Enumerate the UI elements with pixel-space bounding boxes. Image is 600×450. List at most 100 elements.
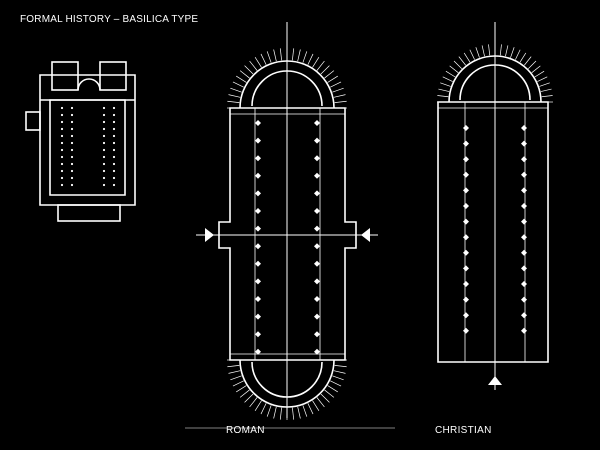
christian-column bbox=[463, 234, 469, 241]
roman-apse-ray bbox=[236, 385, 247, 393]
christian-outline bbox=[437, 101, 549, 363]
small-plan-column bbox=[60, 106, 64, 110]
roman-label: ROMAN bbox=[226, 425, 265, 436]
small-plan-column bbox=[102, 148, 106, 152]
roman-apse-ray bbox=[327, 385, 338, 393]
roman-column bbox=[255, 137, 261, 144]
christian-apse-ray bbox=[463, 52, 471, 63]
christian-apse-ray bbox=[505, 45, 509, 57]
roman-apse-bottom bbox=[239, 359, 335, 408]
christian-apse-ray bbox=[449, 65, 459, 73]
christian-column bbox=[463, 249, 469, 256]
roman-apse-ray bbox=[254, 400, 262, 411]
roman-apse-ray bbox=[279, 407, 282, 420]
roman-column bbox=[255, 120, 261, 126]
roman-apse-ray bbox=[260, 403, 267, 415]
christian-apse-ray bbox=[539, 82, 550, 87]
christian-apse-ray bbox=[440, 82, 451, 87]
roman-column bbox=[255, 260, 261, 267]
roman-apse-ray bbox=[260, 53, 267, 65]
small-plan-column bbox=[112, 155, 116, 159]
roman-column bbox=[314, 260, 320, 267]
christian-apse-ray bbox=[534, 70, 545, 78]
small-plan-column bbox=[112, 162, 116, 166]
roman-column bbox=[314, 155, 320, 162]
roman-apse-ray bbox=[279, 48, 282, 61]
small-plan-column bbox=[102, 183, 106, 187]
small-plan-column bbox=[102, 162, 106, 166]
roman-column bbox=[255, 225, 261, 232]
roman-column bbox=[314, 225, 320, 232]
small-plan-column bbox=[60, 176, 64, 180]
roman-column bbox=[314, 348, 320, 355]
roman-radial-hatching bbox=[227, 48, 347, 420]
small-plan-column bbox=[60, 141, 64, 145]
christian-column bbox=[521, 187, 527, 194]
roman-apse-ray bbox=[297, 49, 301, 62]
small-plan-tower-left bbox=[51, 61, 79, 91]
christian-apse-inner bbox=[459, 64, 531, 101]
small-floor-plan bbox=[25, 61, 136, 222]
roman-apse-ray bbox=[302, 405, 308, 417]
small-plan-column bbox=[112, 176, 116, 180]
christian-column bbox=[463, 218, 469, 225]
roman-apse-ray bbox=[312, 400, 320, 411]
small-plan-apse bbox=[77, 78, 101, 91]
christian-apse-ray bbox=[445, 70, 456, 78]
small-plan-column bbox=[102, 176, 106, 180]
small-plan-column bbox=[70, 169, 74, 173]
page-title: FORMAL HISTORY – BASILICA TYPE bbox=[20, 14, 199, 25]
small-plan-column bbox=[112, 134, 116, 138]
christian-column bbox=[521, 296, 527, 303]
christian-entrance-arrow-icon bbox=[488, 376, 502, 385]
small-plan-column bbox=[112, 127, 116, 131]
small-plan-column bbox=[60, 120, 64, 124]
small-plan-column bbox=[70, 141, 74, 145]
small-plan-column bbox=[102, 134, 106, 138]
roman-apse-ray bbox=[244, 65, 254, 75]
roman-column bbox=[255, 296, 261, 302]
christian-column bbox=[463, 281, 469, 287]
roman-column bbox=[255, 155, 261, 162]
christian-apse-ray bbox=[541, 95, 553, 98]
roman-column bbox=[255, 313, 261, 320]
christian-apse-ray bbox=[510, 47, 515, 58]
small-plan-column bbox=[70, 162, 74, 166]
christian-column bbox=[521, 234, 527, 241]
christian-apse-ray bbox=[437, 95, 449, 98]
christian-apse-ray bbox=[524, 56, 532, 66]
roman-apse-ray bbox=[239, 389, 250, 398]
roman-apse-ray bbox=[244, 393, 254, 403]
small-plan-column bbox=[102, 106, 106, 110]
small-plan-column bbox=[60, 155, 64, 159]
christian-column bbox=[463, 296, 469, 303]
christian-apse-ray bbox=[475, 47, 480, 58]
christian-column bbox=[521, 218, 527, 225]
roman-apse-ray bbox=[333, 94, 346, 98]
roman-apse-ray bbox=[249, 397, 258, 408]
roman-apse-ray bbox=[334, 100, 347, 103]
roman-apse-ray bbox=[254, 57, 262, 68]
roman-column bbox=[314, 172, 320, 179]
roman-column bbox=[314, 313, 320, 320]
christian-apse-ray bbox=[540, 88, 552, 92]
small-plan-column bbox=[112, 113, 116, 117]
roman-apse-ray bbox=[330, 81, 342, 88]
small-plan-column bbox=[70, 148, 74, 152]
small-plan-column bbox=[102, 127, 106, 131]
roman-apse-top bbox=[239, 60, 335, 109]
christian-column bbox=[463, 171, 469, 178]
christian-column bbox=[521, 281, 527, 287]
christian-apse-ray bbox=[458, 56, 466, 66]
roman-apse-ray bbox=[228, 370, 241, 374]
roman-column bbox=[255, 278, 261, 285]
christian-column bbox=[521, 327, 527, 334]
christian-apse-ray bbox=[488, 44, 491, 56]
small-plan-tower-right bbox=[99, 61, 127, 91]
roman-apse-ray bbox=[332, 87, 344, 93]
roman-apse-ray bbox=[227, 100, 240, 103]
small-plan-column bbox=[112, 106, 116, 110]
roman-apse-ray bbox=[333, 370, 346, 374]
small-plan-column bbox=[102, 155, 106, 159]
small-plan-column bbox=[70, 113, 74, 117]
